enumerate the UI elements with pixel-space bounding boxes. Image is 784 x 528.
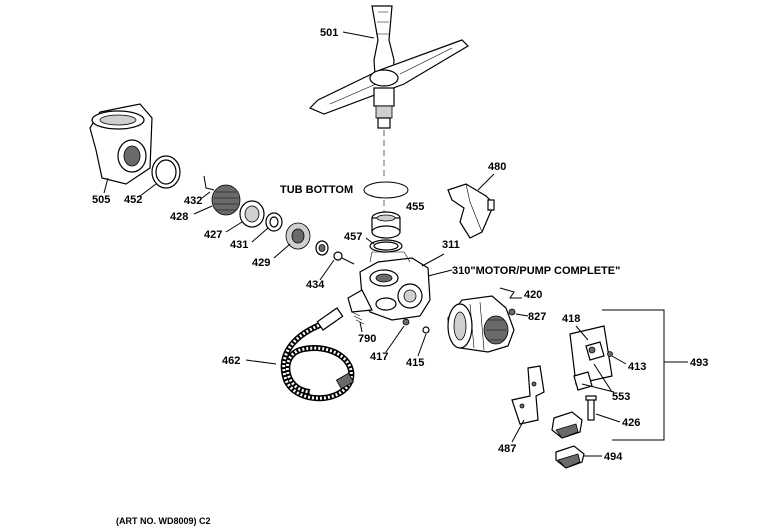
label-434: 434 (306, 279, 325, 291)
label-455: 455 (406, 201, 424, 213)
screw-827 (508, 308, 516, 316)
screw-413 (607, 351, 613, 357)
bracket-487 (511, 365, 545, 425)
label-494: 494 (604, 451, 623, 463)
label-553: 553 (612, 391, 630, 403)
spray-arm-501 (308, 5, 469, 129)
label-420: 420 (524, 289, 542, 301)
tub-bottom-ring (363, 181, 409, 199)
chute-480 (447, 183, 495, 239)
label-428: 428 (170, 211, 188, 223)
label-501: 501 (320, 27, 338, 39)
clamp-457 (369, 239, 403, 253)
label-426: 426 (622, 417, 640, 429)
label-505: 505 (92, 194, 110, 206)
washer-431 (265, 212, 283, 232)
block-494 (551, 411, 585, 469)
group-bracket-493 (602, 309, 665, 441)
spring-790 (351, 311, 365, 325)
label-487: 487 (498, 443, 516, 455)
label-452: 452 (124, 194, 142, 206)
seal-434 (315, 240, 355, 265)
wire-432 (203, 175, 215, 191)
art-number: (ART NO. WD8009) C2 (116, 516, 211, 526)
label-431: 431 (230, 239, 248, 251)
label-311: 311 (442, 239, 460, 251)
label-417: 417 (370, 351, 388, 363)
leader-501 (342, 31, 375, 39)
label-462: 462 (222, 355, 240, 367)
label-432: 432 (184, 195, 202, 207)
grommet-415 (422, 326, 430, 334)
label-418: 418 (562, 313, 580, 325)
label-motor-pump: 310"MOTOR/PUMP COMPLETE" (452, 265, 620, 277)
clip-420 (499, 287, 522, 299)
pump-housing-311 (347, 251, 431, 321)
label-413: 413 (628, 361, 646, 373)
label-827: 827 (528, 311, 546, 323)
motor-assembly (447, 295, 515, 353)
ring-427 (239, 200, 265, 228)
clamp-452 (151, 155, 181, 189)
pin-426 (585, 395, 597, 421)
manifold-505 (89, 103, 153, 185)
grommet-417 (402, 318, 410, 326)
label-457: 457 (344, 231, 362, 243)
seal-455 (371, 211, 401, 239)
label-493: 493 (690, 357, 708, 369)
impeller-428 (211, 184, 241, 216)
label-tub-bottom: TUB BOTTOM (280, 184, 353, 196)
label-415: 415 (406, 357, 424, 369)
label-480: 480 (488, 161, 506, 173)
label-429: 429 (252, 257, 270, 269)
label-790: 790 (358, 333, 376, 345)
hose-462 (280, 307, 355, 402)
bracket-418 (569, 325, 613, 391)
impeller-429 (285, 222, 311, 250)
label-427: 427 (204, 229, 222, 241)
